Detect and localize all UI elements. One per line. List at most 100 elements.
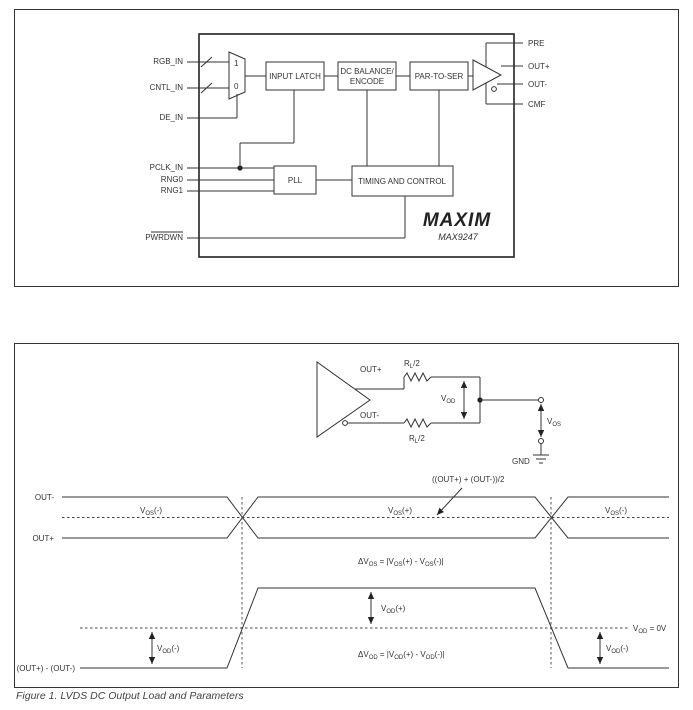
delta-vod-sub3: OD [426, 655, 436, 661]
load-vod-main: V [441, 394, 447, 403]
vos-minus-left-label: VOS(-) [140, 506, 162, 517]
vos-minus-right-label: VOS(-) [605, 506, 627, 517]
rl-bot-main: R [409, 434, 415, 443]
delta-vos-sub3: OS [425, 562, 434, 568]
trace-differential [80, 587, 669, 669]
input-mux [228, 51, 246, 100]
wave-label-out-n: OUT- [35, 493, 54, 502]
single-ended-waveforms: OUT- OUT+ ((OUT+) + (OUT-))/2 VOS(-) VOS… [32, 475, 669, 568]
vod-minus-left-main: V [157, 644, 163, 653]
delta-vos-pre: ΔV [358, 557, 369, 566]
vos-plus-sub: OS [393, 511, 402, 517]
load-circuit: OUT+ OUT- RL/2 RL/2 VOD VOS GND [316, 359, 561, 466]
output-driver [472, 59, 503, 91]
vod-plus-main: V [381, 604, 387, 613]
label-pclk-in: PCLK_IN [150, 163, 184, 172]
label-de-in: DE_IN [159, 113, 183, 122]
vod-minus-right-sub: OD [611, 649, 621, 655]
rl-top-label: RL/2 [404, 359, 420, 370]
label-rng1: RNG1 [161, 186, 184, 195]
vod-plus-label: VOD(+) [381, 604, 406, 615]
resistor-bottom [403, 417, 432, 429]
timing-control-label: TIMING AND CONTROL [358, 177, 447, 186]
timing-control-block [351, 165, 454, 197]
vos-plus-label: VOS(+) [388, 506, 412, 517]
delta-vod-sub1: OD [369, 655, 379, 661]
label-pre: PRE [528, 39, 544, 48]
delta-vod-sub2: OD [394, 655, 404, 661]
chip-outline [198, 33, 515, 258]
lvds-panel: OUT+ OUT- RL/2 RL/2 VOD VOS GND [14, 343, 679, 688]
vos-terminal-top [538, 397, 544, 403]
label-rgb-in: RGB_IN [153, 57, 183, 66]
rl-bot-label: RL/2 [409, 434, 425, 445]
load-label-out-n: OUT- [360, 411, 379, 420]
delta-vos-sub2: OS [394, 562, 403, 568]
load-vod-label: VOD [441, 394, 456, 405]
vod-plus-sub: OD [386, 609, 396, 615]
input-latch-label: INPUT LATCH [269, 72, 321, 81]
vod-zero-label: VOD = 0V [633, 624, 667, 635]
resistor-top [403, 371, 432, 383]
diff-label: (OUT+) - (OUT-) [17, 664, 76, 673]
dc-balance-label-2: ENCODE [350, 77, 384, 86]
bus-slash-rgb [200, 56, 213, 68]
vod-minus-left-tail: (-) [171, 644, 179, 653]
wave-label-out-p: OUT+ [32, 534, 54, 543]
load-vos-sub: OS [552, 422, 561, 428]
vod-minus-right-main: V [606, 644, 612, 653]
average-expression: ((OUT+) + (OUT-))/2 [432, 475, 505, 484]
par-to-ser-label: PAR-TO-SER [415, 72, 464, 81]
vod-zero-sub: OD [638, 629, 648, 635]
block-diagram-panel: RGB_IN CNTL_IN DE_IN PCLK_IN RNG0 RNG1 P… [14, 9, 679, 287]
rl-bot-tail: /2 [418, 434, 425, 443]
mux-sel-0: 0 [234, 82, 239, 91]
differential-waveform: VOD = 0V (OUT+) - (OUT-) VOD(+) VOD(-) V… [17, 587, 669, 673]
bottom-panel-frame [14, 343, 679, 688]
vod-minus-left-label: VOD(-) [157, 644, 180, 655]
maxim-logo: MAXIM [423, 210, 492, 231]
rl-top-sub: L [410, 364, 414, 370]
vos-plus-main: V [388, 506, 394, 515]
vod-zero-tail: = 0V [647, 624, 667, 633]
vos-minus-right-tail: (-) [619, 506, 627, 515]
mux-sel-1: 1 [234, 59, 239, 68]
gnd-label: GND [512, 457, 530, 466]
trace-out-p [62, 496, 669, 539]
part-number: MAX9247 [438, 232, 479, 242]
delta-vos-mid1: = |V [377, 557, 394, 566]
label-cntl-in: CNTL_IN [150, 83, 184, 92]
top-panel-frame [14, 9, 679, 287]
load-driver [316, 361, 371, 438]
load-vod-sub: OD [446, 399, 456, 405]
figure-caption: Figure 1. LVDS DC Output Load and Parame… [16, 690, 244, 702]
vos-minus-left-sub: OS [145, 511, 154, 517]
delta-vod-pre: ΔV [358, 650, 369, 659]
load-vos-label: VOS [547, 417, 561, 428]
load-driver-bubble [342, 420, 348, 426]
vod-minus-left-sub: OD [162, 649, 172, 655]
label-out-p: OUT+ [528, 62, 550, 71]
driver-inverting-bubble [491, 86, 497, 92]
load-label-out-p: OUT+ [360, 365, 382, 374]
rl-bot-sub: L [415, 439, 419, 445]
delta-vos-tail: (-)| [434, 557, 444, 566]
delta-vod-mid2: (+) - V [403, 650, 426, 659]
dc-balance-label-1: DC BALANCE/ [340, 67, 394, 76]
vos-minus-left-tail: (-) [154, 506, 162, 515]
delta-vod-mid1: = |V [378, 650, 395, 659]
vod-zero-pre: V [633, 624, 639, 633]
vos-minus-left-main: V [140, 506, 146, 515]
vod-minus-right-tail: (-) [620, 644, 628, 653]
rl-top-main: R [404, 359, 410, 368]
vos-terminal-bottom [538, 438, 544, 444]
delta-vod-tail: (-)| [435, 650, 445, 659]
delta-vod-equation: ΔVOD = |VOD(+) - VOD(-)| [358, 650, 445, 661]
trace-out-n [62, 496, 669, 539]
average-pointer-arrow [436, 487, 463, 516]
bus-slash-cntl [200, 82, 213, 94]
rl-top-tail: /2 [413, 359, 420, 368]
label-pwrdwn: PWRDWN [145, 233, 183, 242]
vos-minus-right-main: V [605, 506, 611, 515]
